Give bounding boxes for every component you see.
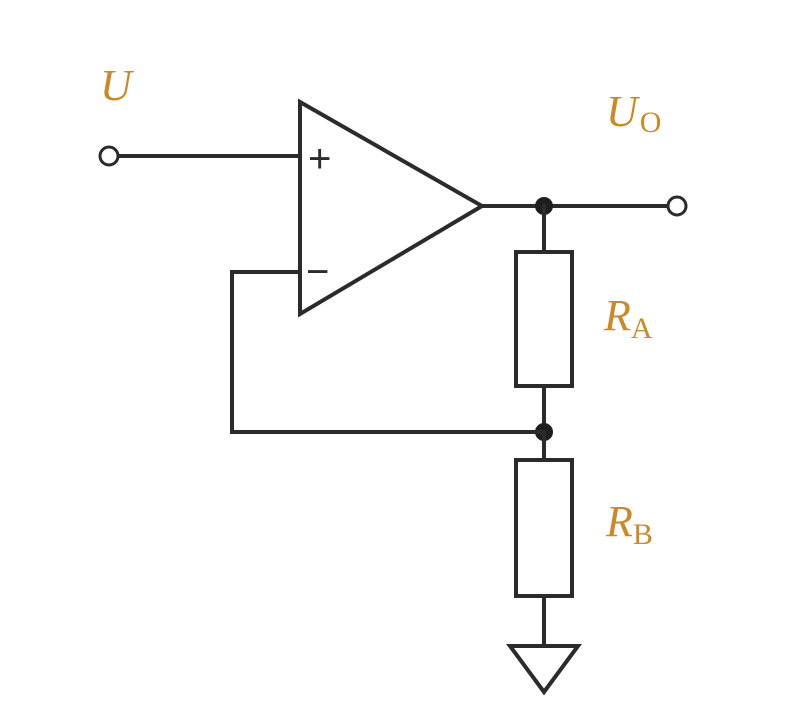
label-resistor-ra: RA xyxy=(603,291,653,345)
label-resistor-rb: RB xyxy=(605,497,653,551)
label-input-u: U xyxy=(100,61,135,110)
opamp-minus-sign: − xyxy=(306,250,329,294)
opamp-triangle xyxy=(298,98,486,318)
resistor-ra xyxy=(514,250,574,388)
feedback-wire xyxy=(230,270,546,434)
opamp-plus-sign: + xyxy=(308,137,331,181)
ground-icon xyxy=(506,644,582,696)
input-terminal xyxy=(98,145,120,167)
output-terminal xyxy=(666,195,688,217)
resistor-rb xyxy=(514,458,574,598)
label-output-uo: UO xyxy=(606,87,661,139)
